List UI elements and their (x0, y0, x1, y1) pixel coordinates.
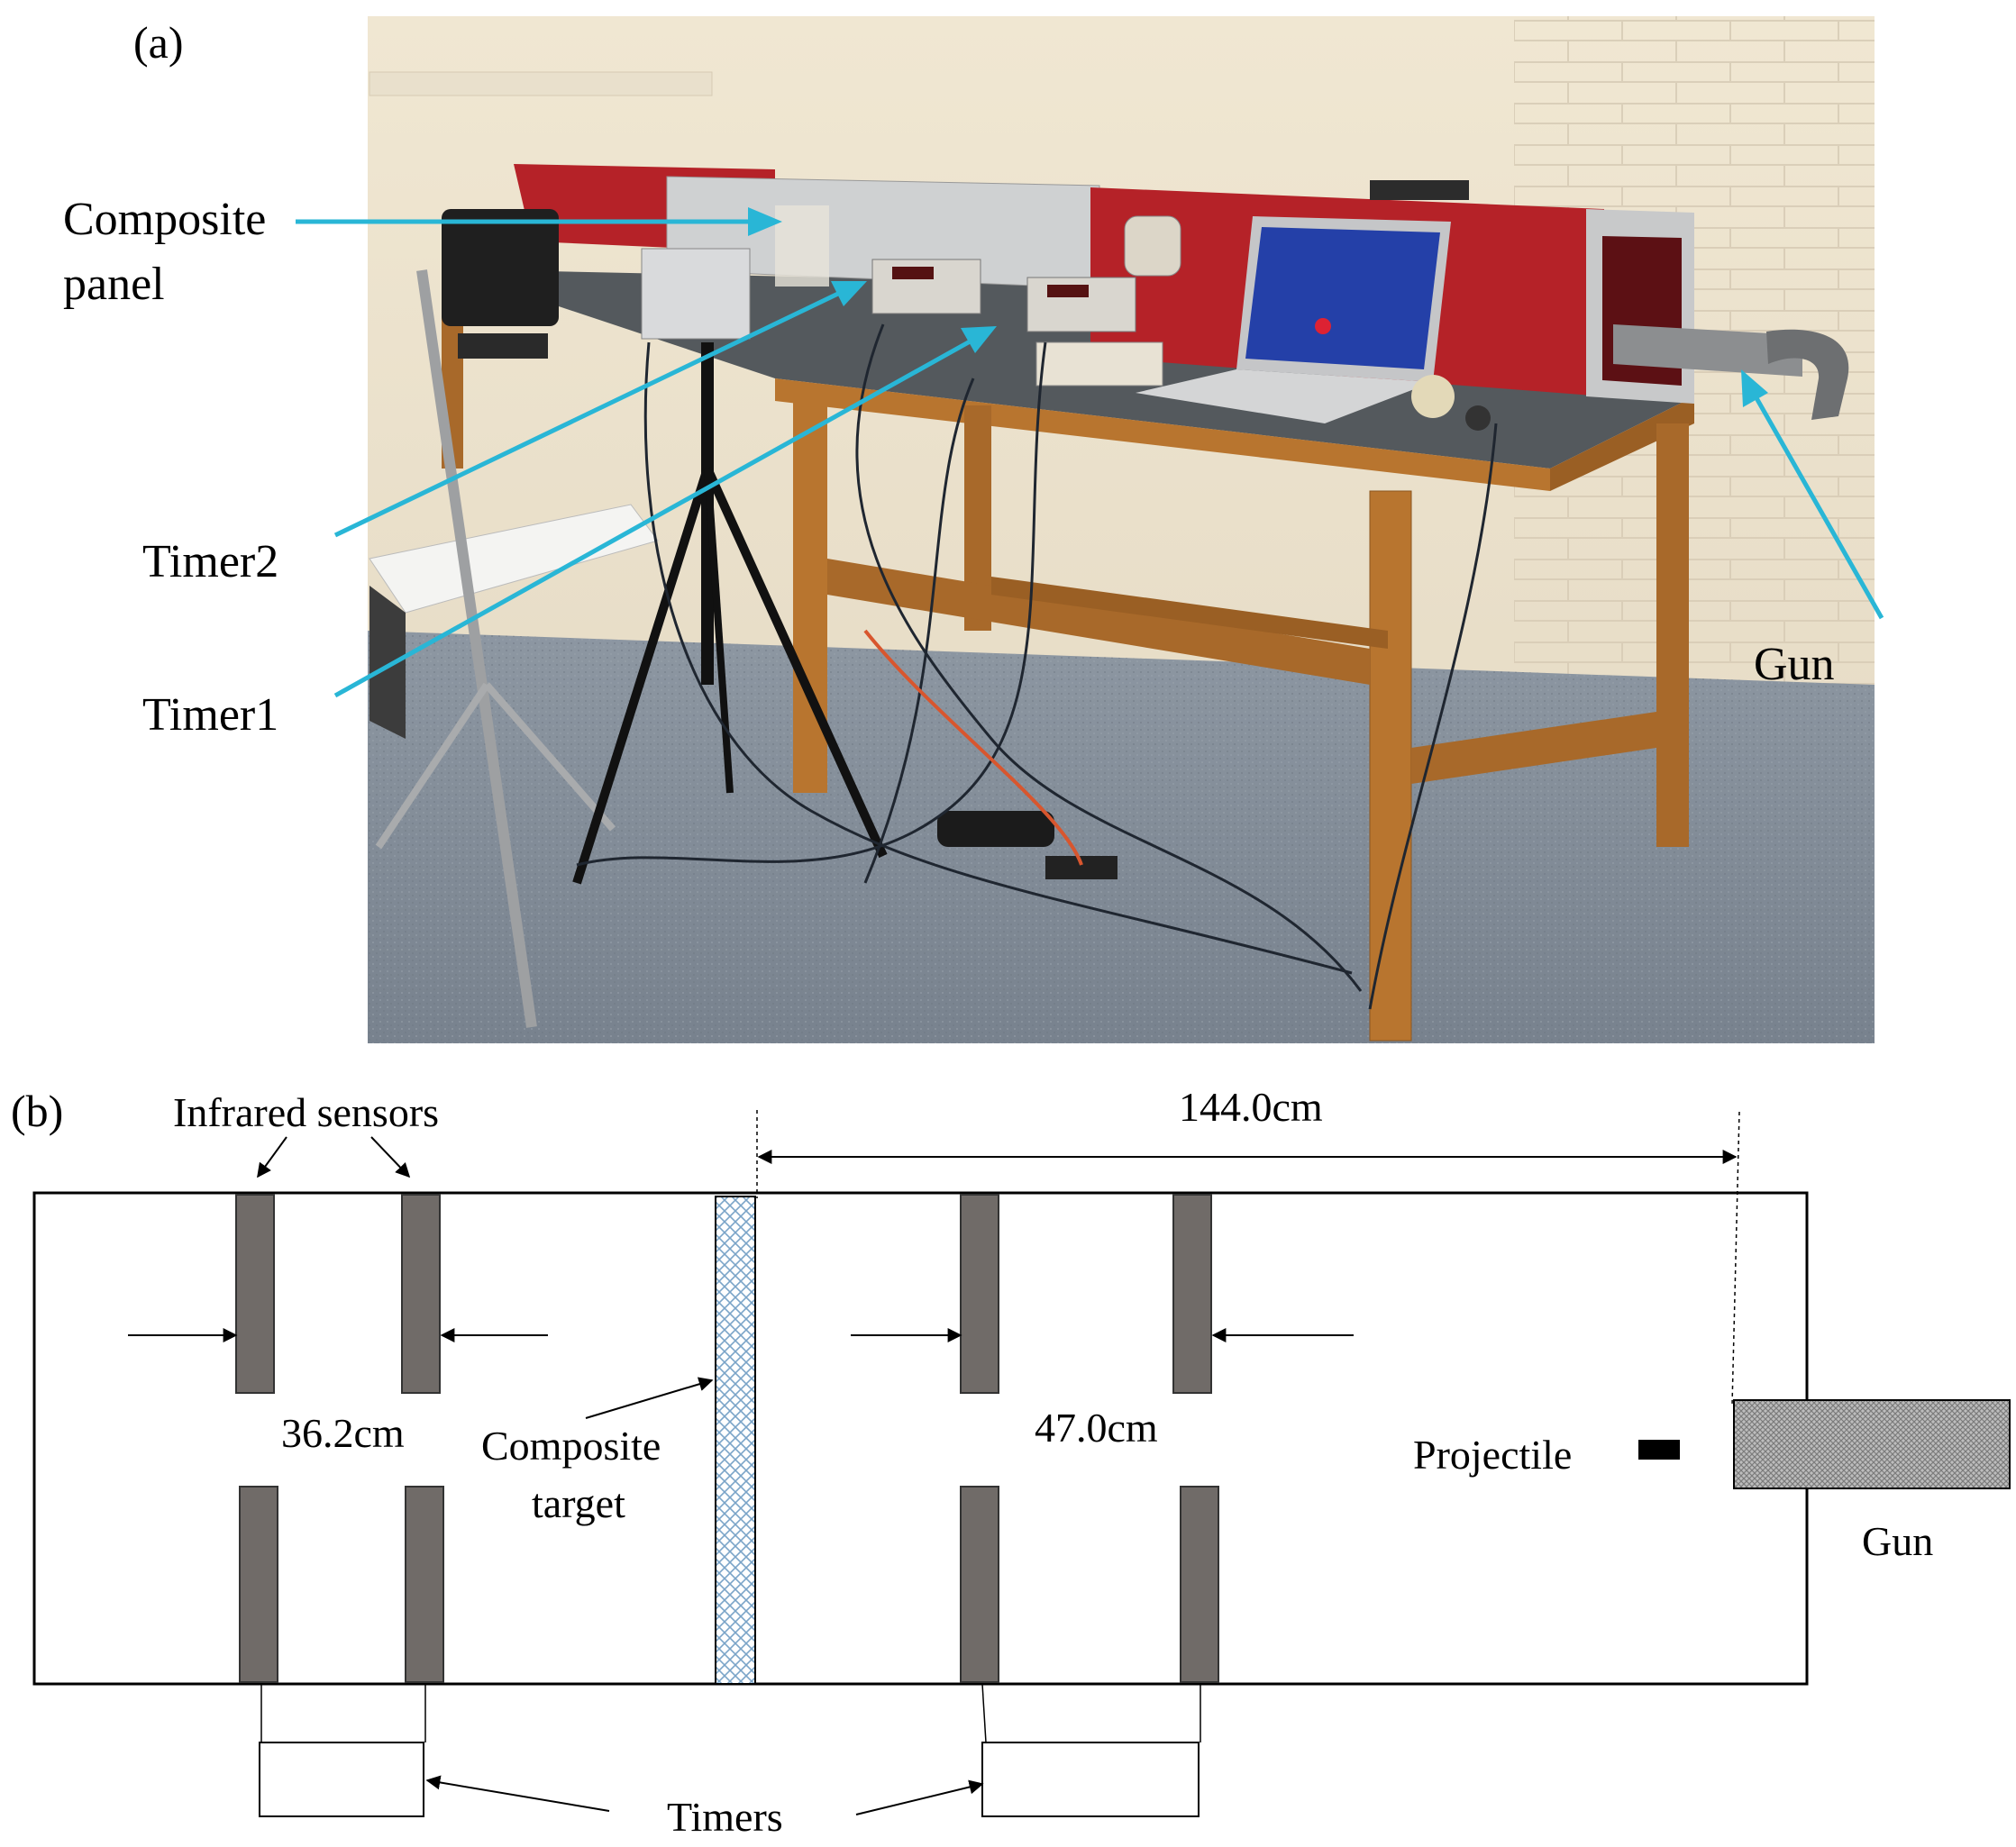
composite-panel-label-line2: panel (63, 259, 165, 310)
timer-box-right (981, 1742, 1200, 1817)
composite-target (715, 1196, 756, 1685)
sensor-pointer (257, 1136, 287, 1178)
composite-target-label-line1: Composite (481, 1423, 661, 1469)
timer1-label: Timer1 (142, 689, 279, 741)
timer-boxes (259, 1742, 1200, 1817)
target-pointer (585, 1377, 714, 1419)
callout-arrows (296, 207, 1884, 698)
projectile (1638, 1440, 1680, 1460)
timers-pointer (855, 1779, 984, 1815)
infrared-sensors-label: Infrared sensors (173, 1089, 440, 1135)
sensor (960, 1486, 999, 1683)
gun-barrel (1613, 324, 1849, 420)
gun-schematic (1733, 1399, 2011, 1489)
laptop (1136, 216, 1451, 423)
gun-label-a: Gun (1754, 639, 1835, 690)
infrared-sensors (235, 1194, 1219, 1683)
timer-wires (260, 1683, 1201, 1743)
gun-label-b: Gun (1862, 1518, 1934, 1564)
span-label: 144.0cm (1179, 1084, 1323, 1130)
sensor (1180, 1486, 1219, 1683)
timer-box-left (259, 1742, 424, 1817)
timers-equipment (871, 259, 1491, 431)
timer2-callout (333, 289, 844, 538)
gun-callout (1753, 395, 1884, 620)
projectile-label: Projectile (1413, 1432, 1573, 1478)
panel-a-tag: (a) (133, 17, 184, 68)
sensor (960, 1194, 999, 1394)
composite-target-label-line2: target (532, 1480, 625, 1526)
sensor (239, 1486, 278, 1683)
sensor (405, 1486, 444, 1683)
panel-b-tag: (b) (11, 1086, 64, 1136)
timer1-callout (333, 338, 973, 698)
cables (576, 323, 1498, 1010)
sensor (1172, 1194, 1212, 1394)
dashed-ref-right (1731, 1111, 1740, 1406)
sensor (235, 1194, 275, 1394)
sensor (401, 1194, 441, 1394)
gap-left-label: 36.2cm (281, 1410, 405, 1456)
timers-label: Timers (667, 1794, 783, 1840)
sensor-pointer (370, 1136, 411, 1178)
timers-pointer (425, 1775, 610, 1812)
timer2-label: Timer2 (142, 536, 279, 587)
gap-right-label: 47.0cm (1035, 1405, 1158, 1451)
composite-panel-label-line1: Composite (63, 194, 267, 245)
camera-stands (375, 209, 1117, 1028)
setup-photo (296, 16, 1884, 1043)
